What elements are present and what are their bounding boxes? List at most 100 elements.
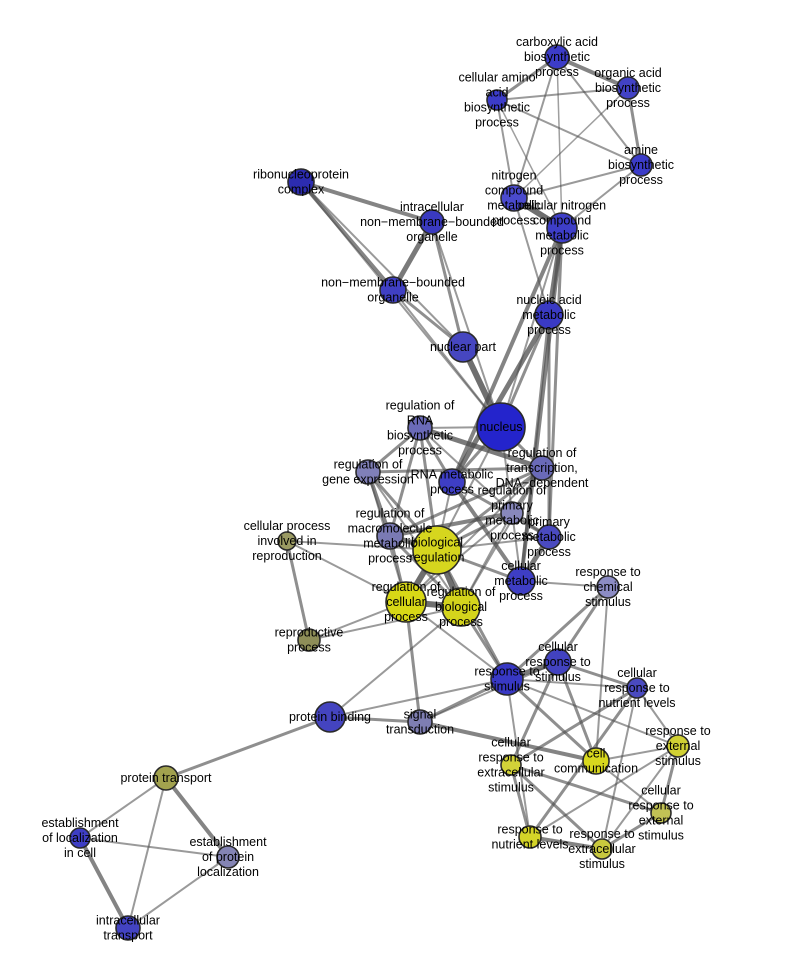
edge-establishment-of-localization-in-cell--intracellular-transport [78,836,130,930]
edge-cellular-response-to-extracellular-stimulus--response-to-extracellular-stimulus [509,763,604,851]
node-cellular-metabolic-process[interactable] [506,566,536,596]
edge-cellular-nitrogen-compound-metabolic-process--nucleus [500,227,563,428]
node-intracellular-transport[interactable] [115,915,141,941]
node-protein-binding[interactable] [314,701,346,733]
edge-organic-acid-biosynthetic-process--cellular-amino-acid-biosynthetic-process [496,87,629,101]
edge-response-to-external-stimulus--response-to-extracellular-stimulus [601,745,679,850]
node-rna-metabolic-process[interactable] [438,468,466,496]
node-response-to-chemical-stimulus[interactable] [596,575,620,599]
edge-cellular-response-to-stimulus--cell-communication [556,660,598,763]
node-response-to-external-stimulus[interactable] [666,734,690,758]
edge-cell-communication--cellular-response-to-external-stimulus [595,760,662,814]
node-response-to-stimulus[interactable] [490,662,524,696]
node-primary-metabolic-process[interactable] [536,524,562,550]
edge-regulation-of-rna-biosynthetic-process--regulation-of-macromolecule-metabolic-process [388,426,422,538]
edge-nucleic-acid-metabolic-process--cellular-metabolic-process [519,313,551,583]
edge-carboxylic-acid-biosynthetic-process--amine-biosynthetic-process [556,56,642,166]
edge-cellular-process-involved-in-reproduction--reproductive-process [285,539,311,642]
node-nitrogen-compound-metabolic-process[interactable] [500,184,528,212]
edge-cellular-response-to-external-stimulus--response-to-extracellular-stimulus [600,811,663,851]
edge-regulation-of-cellular-process--cellular-process-involved-in-reproduction [286,540,407,603]
node-nucleus[interactable] [476,402,526,452]
node-regulation-of-primary-metabolic-process[interactable] [500,501,524,525]
node-cell-communication[interactable] [582,747,610,775]
edge-amine-biosynthetic-process--nitrogen-compound-metabolic-process [513,164,642,199]
nodes-layer [69,44,690,941]
node-amine-biosynthetic-process[interactable] [629,153,653,177]
edge-intracellular-non-membrane-bounded-organelle--nuclear-part [430,220,465,349]
node-regulation-of-macromolecule-metabolic-process[interactable] [376,522,404,550]
node-intracellular-non-membrane-bounded-organelle[interactable] [419,209,445,235]
edge-rna-metabolic-process--cellular-metabolic-process [450,480,523,583]
node-establishment-of-protein-localization[interactable] [216,845,240,869]
edge-nucleic-acid-metabolic-process--rna-metabolic-process [449,312,552,485]
edge-cellular-response-to-stimulus--cellular-response-to-nutrient-levels [556,660,639,690]
edge-cellular-response-to-stimulus--cellular-response-to-extracellular-stimulus [509,660,560,767]
node-nucleic-acid-metabolic-process[interactable] [534,300,564,330]
node-organic-acid-biosynthetic-process[interactable] [616,76,640,100]
edge-regulation-of-rna-biosynthetic-process--regulation-of-transcription-dna-dependent [417,425,545,471]
node-response-to-nutrient-levels[interactable] [518,825,542,849]
edge-cellular-response-to-nutrient-levels--cellular-response-to-extracellular-stimulus [509,686,639,767]
edge-organic-acid-biosynthetic-process--amine-biosynthetic-process [626,86,643,167]
node-signal-transduction[interactable] [407,709,433,735]
node-reproductive-process[interactable] [297,628,321,652]
edge-cellular-amino-acid-biosynthetic-process--cellular-nitrogen-compound-metabolic-process [496,99,563,229]
node-cellular-nitrogen-compound-metabolic-process[interactable] [546,212,578,244]
edge-regulation-of-gene-expression--regulation-of-biological-process [367,471,462,608]
node-regulation-of-gene-expression[interactable] [355,459,381,485]
edge-protein-transport--establishment-of-localization-in-cell [79,777,167,839]
edge-response-to-stimulus--cell-communication [505,677,598,763]
edge-regulation-of-primary-metabolic-process--regulation-of-macromolecule-metabolic-process [388,511,514,538]
edge-carboxylic-acid-biosynthetic-process--organic-acid-biosynthetic-process [555,55,630,90]
edge-cellular-process-involved-in-reproduction--biological-regulation [286,540,438,551]
edge-amine-biosynthetic-process--cellular-nitrogen-compound-metabolic-process [561,164,642,229]
edge-response-to-chemical-stimulus--response-to-stimulus [505,585,610,681]
node-nuclear-part[interactable] [447,331,479,363]
node-response-to-extracellular-stimulus[interactable] [591,838,613,860]
node-regulation-of-biological-process[interactable] [441,587,481,627]
node-cellular-response-to-extracellular-stimulus[interactable] [500,754,522,776]
edge-response-to-nutrient-levels--response-to-extracellular-stimulus [528,835,604,851]
node-carboxylic-acid-biosynthetic-process[interactable] [544,44,570,70]
node-cellular-response-to-nutrient-levels[interactable] [626,677,648,699]
node-regulation-of-transcription-dna-dependent[interactable] [529,455,555,481]
node-cellular-response-to-external-stimulus[interactable] [650,802,672,824]
edge-non-membrane-bounded-organelle--nucleus [392,289,502,428]
edge-nitrogen-compound-metabolic-process--nucleic-acid-metabolic-process [513,197,550,316]
edge-response-to-external-stimulus--response-to-nutrient-levels [529,745,679,838]
edge-response-to-external-stimulus--cell-communication [595,745,679,762]
edge-response-to-chemical-stimulus--cellular-response-to-stimulus [556,585,610,664]
edge-response-to-stimulus--cellular-response-to-nutrient-levels [506,678,638,689]
edge-protein-transport--establishment-of-protein-localization [164,776,230,859]
node-establishment-of-localization-in-cell[interactable] [69,827,91,849]
node-cellular-response-to-stimulus[interactable] [544,648,572,676]
edge-regulation-of-transcription-dna-dependent--regulation-of-cellular-process [405,467,543,603]
edge-regulation-of-biological-process--reproductive-process [308,606,462,641]
node-non-membrane-bounded-organelle[interactable] [379,276,407,304]
edge-response-to-chemical-stimulus--cell-communication [595,586,609,762]
edge-ribonucleoprotein-complex--nuclear-part [300,181,464,348]
edge-cellular-response-to-extracellular-stimulus--cellular-response-to-external-stimulus [509,763,663,815]
edges-layer [78,55,680,930]
edge-ribonucleoprotein-complex--intracellular-non-membrane-bounded-organelle [299,180,434,224]
edge-cellular-amino-acid-biosynthetic-process--nitrogen-compound-metabolic-process [496,99,515,199]
node-cellular-amino-acid-biosynthetic-process[interactable] [486,89,508,111]
node-regulation-of-cellular-process[interactable] [385,581,427,623]
edge-establishment-of-localization-in-cell--establishment-of-protein-localization [79,837,229,858]
node-biological-regulation[interactable] [412,525,462,575]
node-protein-transport[interactable] [153,765,179,791]
node-ribonucleoprotein-complex[interactable] [287,168,315,196]
edge-organic-acid-biosynthetic-process--nitrogen-compound-metabolic-process [513,87,629,199]
edge-response-to-stimulus--response-to-external-stimulus [506,678,679,747]
edge-regulation-of-biological-process--protein-binding [329,606,462,718]
edge-cellular-response-to-nutrient-levels--response-to-external-stimulus [636,687,679,747]
edge-carboxylic-acid-biosynthetic-process--cellular-nitrogen-compound-metabolic-process [556,56,563,229]
node-cellular-process-involved-in-reproduction[interactable] [277,531,297,551]
edge-cellular-response-to-nutrient-levels--response-to-extracellular-stimulus [601,687,638,850]
edge-cellular-nitrogen-compound-metabolic-process--rna-metabolic-process [450,226,564,484]
node-regulation-of-rna-biosynthetic-process[interactable] [407,415,433,441]
edge-response-to-stimulus--protein-binding [329,678,508,718]
edge-protein-binding--protein-transport [164,715,332,780]
